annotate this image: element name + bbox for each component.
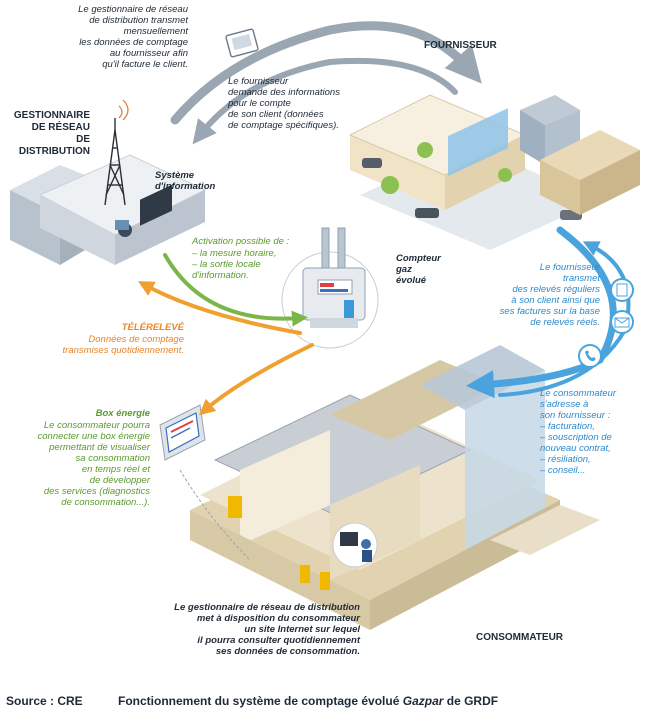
energy-box-icon (159, 404, 206, 461)
supplier-building (348, 94, 640, 250)
consumer-house (190, 345, 600, 630)
grey-flow-arrow (170, 21, 482, 125)
gas-meter-icon (281, 227, 379, 349)
consumer-contacts-text: Le consommateur s'adresse à son fourniss… (540, 388, 617, 476)
activation-items: – la mesure horaire, – la sortie locale … (192, 248, 277, 281)
distribution-operator-title: GESTIONNAIRE DE RÉSEAU DE DISTRIBUTION (13, 110, 90, 157)
caption-product-name: Gazpar (402, 694, 444, 708)
caption-text-2: de GRDF (443, 694, 499, 708)
telereleve-title: TÉLÉRELEVÉ (121, 322, 184, 333)
supplier-requests-text: Le fournisseur demande des informations … (228, 76, 340, 131)
supplier-title: FOURNISSEUR (424, 40, 497, 51)
figure-caption: Fonctionnement du système de comptage év… (118, 694, 498, 708)
green-flow-arrow (163, 253, 308, 327)
activation-title: Activation possible de : (192, 236, 290, 247)
orange-box-arrow (198, 343, 314, 416)
meter-label: Compteur gaz évolué (396, 253, 441, 286)
distribution-operator-building (10, 99, 207, 265)
envelope-icon (610, 310, 634, 334)
computer-monitor-icon (225, 28, 259, 58)
supplier-transmits-text: Le fournisseur transmet des relevés régu… (499, 262, 600, 328)
source-credit: Source : CRE (6, 694, 83, 708)
telereleve-body: Données de comptage transmises quotidien… (62, 334, 184, 356)
phone-icon (578, 344, 602, 368)
grd-website-text: Le gestionnaire de réseau de distributio… (174, 602, 360, 657)
caption-text-1: Fonctionnement du système de comptage év… (118, 694, 403, 708)
box-energie-title: Box énergie (95, 408, 150, 419)
consumer-title: CONSOMMATEUR (476, 632, 564, 643)
grd-transmits-text: Le gestionnaire de réseau de distributio… (78, 4, 188, 70)
invoice-document-icon (610, 278, 634, 302)
orange-telereleve-arrow (137, 281, 302, 335)
box-energie-body: Le consommateur pourra connecter une box… (37, 420, 151, 508)
information-system-label: Système d'information (155, 170, 216, 192)
antenna-pylon-icon (104, 118, 126, 206)
grey-return-arrow (192, 57, 458, 145)
